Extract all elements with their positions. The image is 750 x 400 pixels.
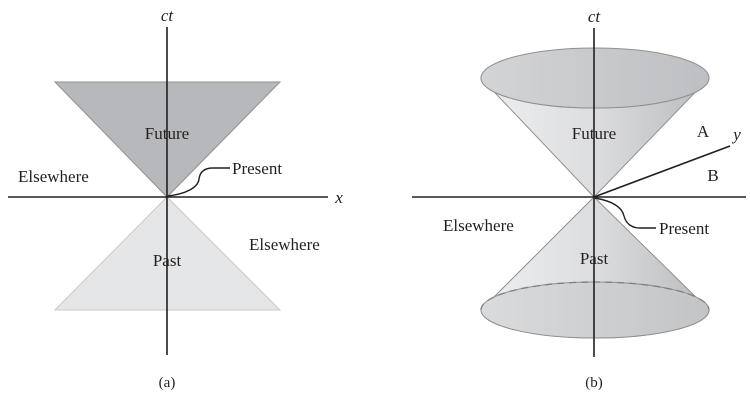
present-leader-line-b bbox=[594, 197, 656, 229]
elsewhere-label-b: Elsewhere bbox=[443, 216, 514, 235]
present-label: Present bbox=[232, 159, 282, 178]
y-axis-line bbox=[593, 145, 731, 198]
past-label: Past bbox=[153, 251, 182, 270]
elsewhere-right-label: Elsewhere bbox=[249, 235, 320, 254]
present-leader-line bbox=[167, 167, 230, 197]
x-axis-label: x bbox=[334, 188, 343, 207]
elsewhere-left-label: Elsewhere bbox=[18, 167, 89, 186]
ct-axis-label: ct bbox=[161, 6, 175, 25]
region-b-label: B bbox=[707, 166, 718, 185]
past-label-b: Past bbox=[580, 249, 609, 268]
panel-b: ct y Future Past Present Elsewhere A B (… bbox=[412, 7, 746, 391]
ct-axis-label-b: ct bbox=[588, 7, 602, 26]
caption-b: (b) bbox=[585, 375, 603, 391]
y-axis-label: y bbox=[731, 125, 741, 144]
region-a-label: A bbox=[697, 122, 710, 141]
past-cone-hidden-rim bbox=[480, 281, 710, 311]
future-cone-top-ellipse bbox=[480, 47, 710, 109]
caption-a: (a) bbox=[159, 375, 176, 391]
panel-a: ct x Future Past Present Elsewhere Elsew… bbox=[8, 6, 343, 391]
future-label: Future bbox=[145, 124, 189, 143]
future-label-b: Future bbox=[572, 124, 616, 143]
present-label-b: Present bbox=[659, 219, 709, 238]
